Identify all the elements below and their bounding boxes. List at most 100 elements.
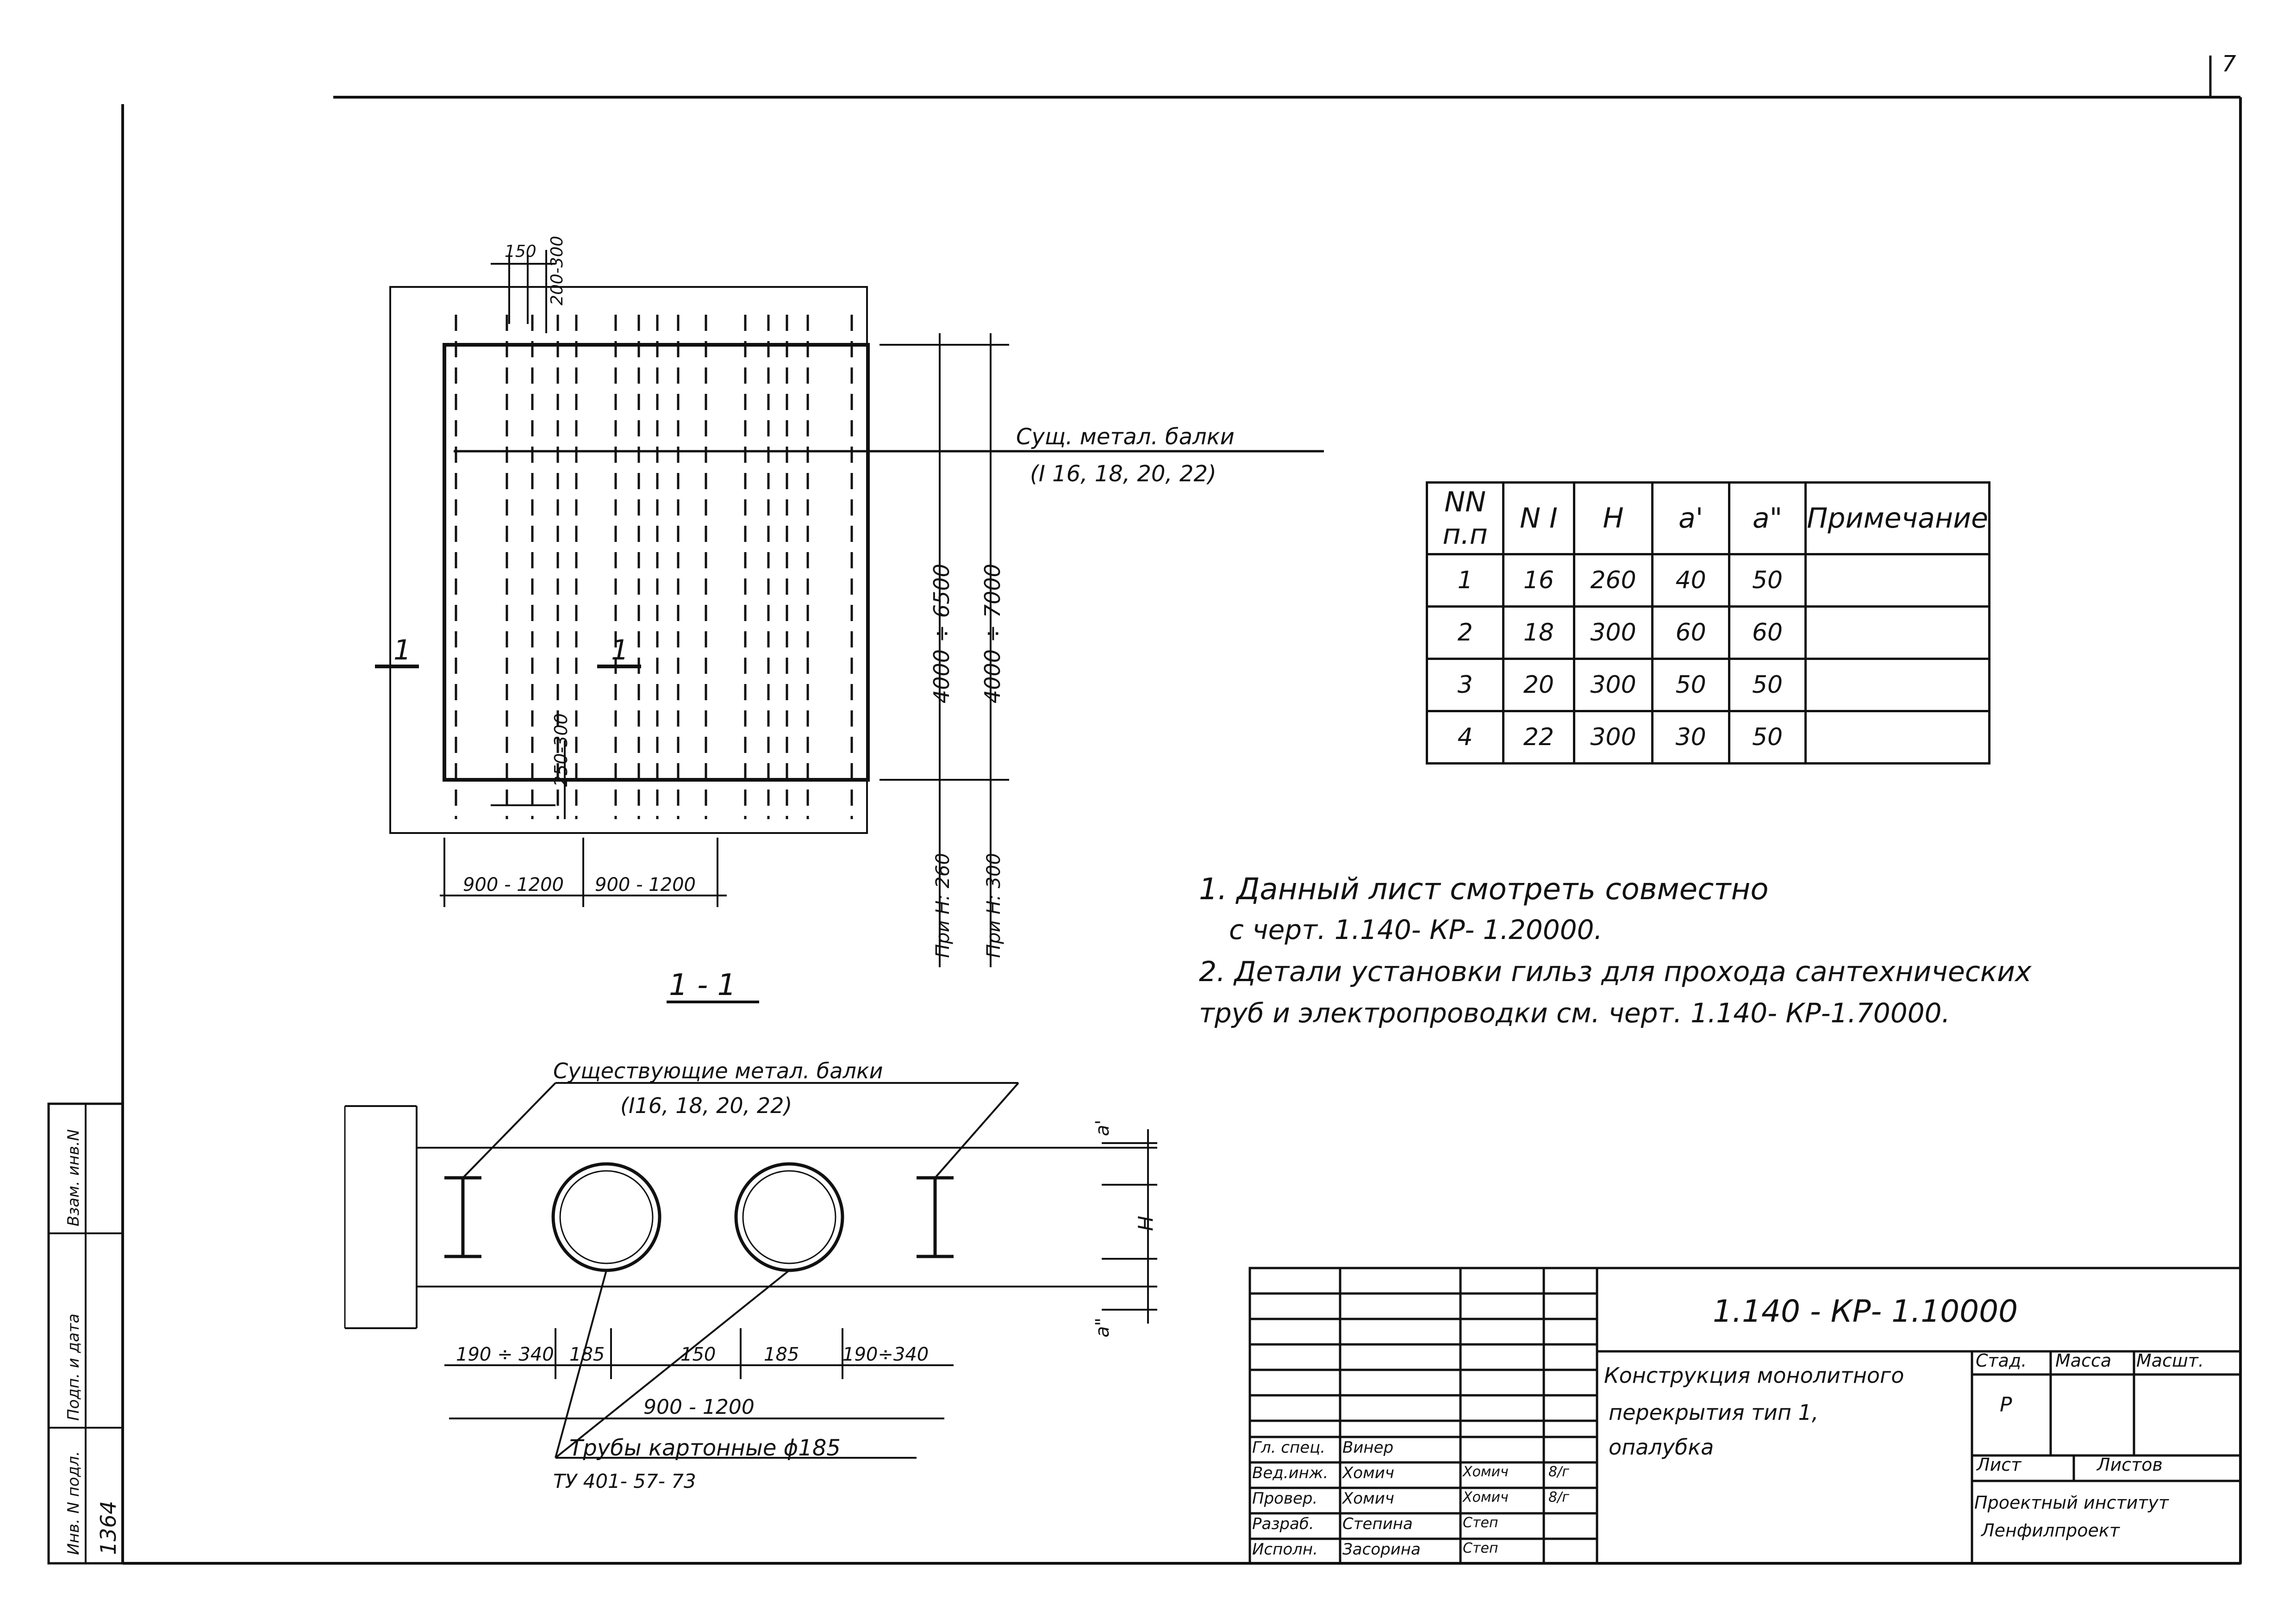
table-cell [1804, 553, 1990, 608]
note-line-1: 1. Данный лист смотреть совместно [1199, 872, 1769, 907]
staff-name: Хомич [1342, 1464, 1394, 1482]
section-dim-2: 150 [680, 1344, 716, 1365]
plan-beam-label-1: Сущ. метал. балки [1016, 424, 1235, 450]
table-header-a2: a" [1728, 481, 1807, 555]
table-cell: 30 [1651, 710, 1730, 765]
table-cell [1804, 605, 1990, 660]
table-cell: 16 [1502, 553, 1575, 608]
plan-dim-bottom-0: 900 - 1200 [463, 874, 564, 895]
plan-vertical-dim-1: 4000 ÷ 7000 [980, 564, 1005, 703]
plan-dim-top-0: 150 [505, 242, 537, 261]
plan-beam-label-2: (I 16, 18, 20, 22) [1030, 461, 1217, 487]
staff-signature: Степ [1463, 1515, 1498, 1531]
staff-role: Исполн. [1252, 1540, 1318, 1559]
table-cell: 300 [1572, 605, 1654, 660]
table-row: 2 18 300 60 60 [1425, 605, 1990, 660]
section-dim-a2: a" [1092, 1318, 1113, 1337]
sheet-label: Лист [1977, 1455, 2021, 1475]
note-line-4: труб и электропроводки см. черт. 1.140- … [1199, 997, 1950, 1029]
org-line-2: Ленфилпроект [1981, 1520, 2120, 1541]
stage-header: Стад. [1976, 1350, 2027, 1371]
parameters-table: NN п.п N I H a' a" Примечание 1 16 260 4… [1425, 481, 1990, 765]
staff-signature: Хомич [1463, 1489, 1509, 1505]
section-view [344, 1001, 1157, 1459]
table-row: 1 16 260 40 50 [1425, 553, 1990, 608]
note-line-3: 2. Детали установки гильз для прохода са… [1199, 956, 2032, 988]
table-cell: 50 [1728, 553, 1807, 608]
note-line-2: с черт. 1.140- КР- 1.20000. [1229, 914, 1603, 945]
table-row: 4 22 300 30 50 [1425, 710, 1990, 765]
table-header-ni: N I [1502, 481, 1575, 555]
drawing-title-line-1: Конструкция монолитного [1604, 1363, 1904, 1388]
table-cell: 50 [1651, 658, 1730, 712]
stage-value: Р [2000, 1393, 2012, 1417]
plan-dim-top-1: 200-300 [548, 236, 567, 305]
table-header-a1: a' [1651, 481, 1730, 555]
title-block-lines [1248, 1267, 2242, 1565]
drawing-code: 1.140 - КР- 1.10000 [1713, 1293, 2018, 1329]
plan-h-label-0: При H: 260 [932, 853, 954, 958]
plan-view [375, 250, 1324, 967]
section-beam-label-2: (I16, 18, 20, 22) [620, 1093, 792, 1118]
table-cell: 2 [1425, 605, 1505, 660]
plan-dim-bottom-1: 900 - 1200 [595, 874, 696, 895]
table-cell [1804, 710, 1990, 765]
table-row: 3 20 300 50 50 [1425, 658, 1990, 712]
plan-h-label-1: При H: 300 [983, 853, 1004, 958]
staff-role: Вед.инж. [1252, 1464, 1329, 1482]
mass-header: Масса [2055, 1350, 2112, 1371]
staff-signature: Степ [1463, 1540, 1498, 1556]
plan-section-mark-right: 1 [611, 634, 629, 666]
scale-header: Масшт. [2136, 1350, 2204, 1371]
staff-role: Разраб. [1252, 1515, 1314, 1533]
drawing-title-line-3: опалубка [1609, 1435, 1714, 1460]
strip-inv-label: Инв. N подл. [64, 1451, 83, 1555]
table-cell: 50 [1728, 710, 1807, 765]
table-cell: 20 [1502, 658, 1575, 712]
table-cell: 300 [1572, 658, 1654, 712]
strip-replace-label: Взам. инв.N [64, 1129, 83, 1226]
table-cell: 60 [1728, 605, 1807, 660]
plan-dim-mid: 250-300 [551, 713, 571, 787]
sheets-label: Листов [2097, 1455, 2163, 1475]
section-dim-h: H [1134, 1216, 1158, 1231]
table-cell: 3 [1425, 658, 1505, 712]
plan-section-mark-left: 1 [393, 634, 411, 666]
section-dim-1: 185 [569, 1344, 605, 1365]
sheet-number: 7 [2222, 51, 2236, 77]
staff-name: Хомич [1342, 1489, 1394, 1508]
table-cell [1804, 658, 1990, 712]
table-header-nn: NN п.п [1425, 481, 1505, 555]
strip-sign-label: Подп. и дата [64, 1313, 83, 1421]
table-cell: 300 [1572, 710, 1654, 765]
table-cell: 260 [1572, 553, 1654, 608]
staff-role: Гл. спец. [1252, 1438, 1326, 1457]
staff-signature: Хомич [1463, 1464, 1509, 1480]
section-dim-a1: a' [1092, 1119, 1113, 1136]
table-cell: 40 [1651, 553, 1730, 608]
table-cell: 60 [1651, 605, 1730, 660]
section-pipes-spec: ТУ 401- 57- 73 [553, 1470, 696, 1492]
staff-name: Засорина [1342, 1540, 1421, 1559]
staff-role: Провер. [1252, 1489, 1318, 1508]
table-cell: 18 [1502, 605, 1575, 660]
staff-date: 8/г [1548, 1464, 1569, 1480]
table-header-note: Примечание [1804, 481, 1990, 555]
strip-inv-number: 1364 [96, 1501, 121, 1555]
table-cell: 22 [1502, 710, 1575, 765]
plan-vertical-dim-0: 4000 ÷ 6500 [929, 564, 954, 703]
table-cell: 4 [1425, 710, 1505, 765]
staff-name: Степина [1342, 1515, 1413, 1533]
section-dim-4: 190÷340 [842, 1344, 929, 1365]
section-beam-label-1: Существующие метал. балки [553, 1058, 883, 1083]
table-cell: 50 [1728, 658, 1807, 712]
section-title: 1 - 1 [669, 968, 736, 1002]
org-line-1: Проектный институт [1974, 1492, 2169, 1513]
table-header-h: H [1572, 481, 1654, 555]
section-dim-3: 185 [764, 1344, 799, 1365]
section-total-dim: 900 - 1200 [643, 1395, 755, 1419]
section-pipes-label: Трубы картонные ϕ185 [569, 1435, 841, 1461]
staff-date: 8/г [1548, 1489, 1569, 1505]
drawing-title-line-2: перекрытия тип 1, [1609, 1400, 1819, 1425]
